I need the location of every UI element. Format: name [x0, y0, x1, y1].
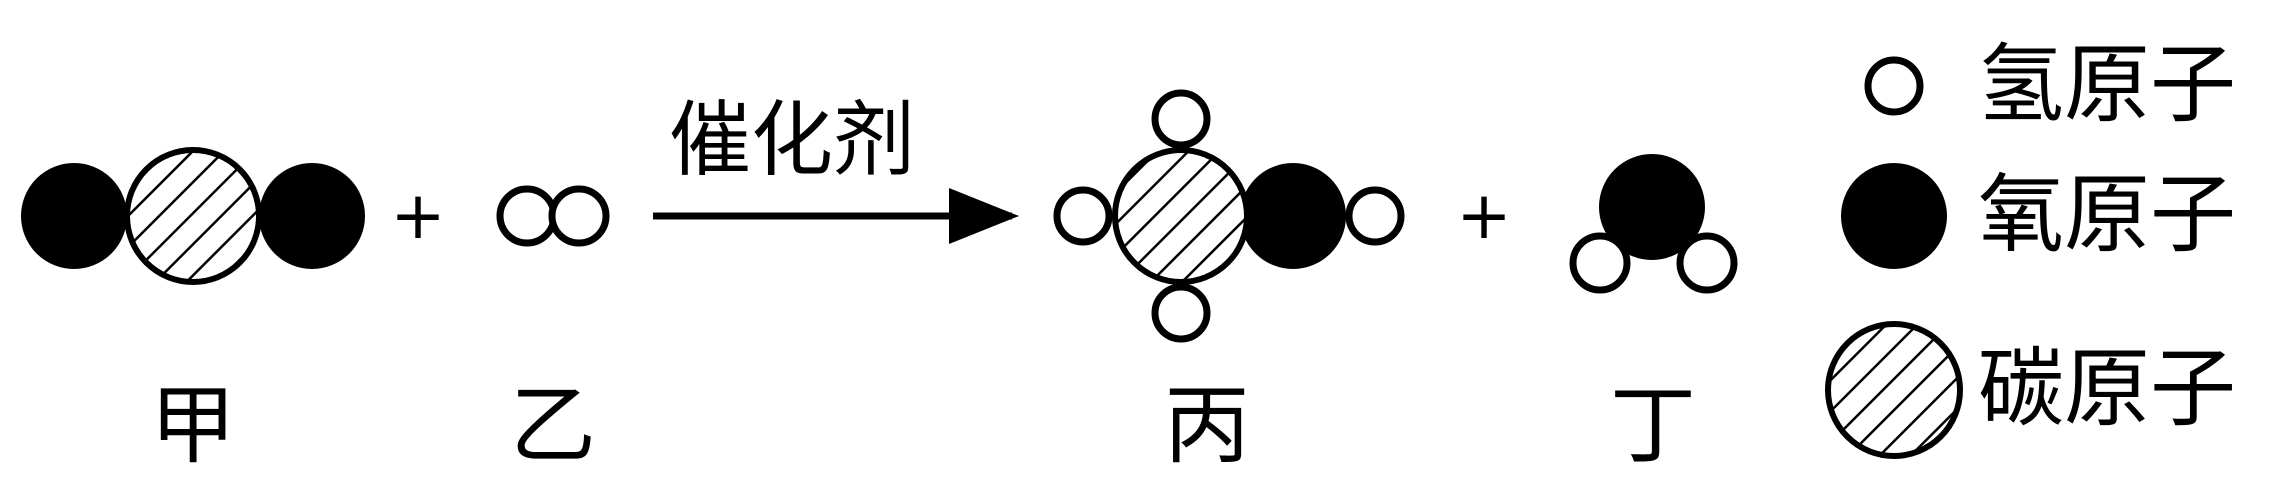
hydrogen-atom	[1053, 186, 1113, 246]
molecule-bing	[1053, 89, 1405, 343]
molecule-ding	[1569, 154, 1738, 294]
hydrogen-atom	[548, 185, 610, 247]
plus-sign: +	[390, 177, 445, 254]
legend: 氢原子 氧原子 碳原子	[1825, 35, 2236, 459]
hydrogen-atom	[1345, 186, 1405, 246]
plus-sign: +	[1456, 177, 1511, 254]
carbon-atom	[1112, 147, 1250, 285]
legend-hydrogen-icon	[1864, 56, 1924, 116]
label-bing: 丙	[1164, 376, 1250, 476]
oxygen-atom	[21, 163, 127, 269]
label-ding: 丁	[1610, 376, 1696, 476]
molecule-jia	[21, 147, 365, 285]
label-yi: 乙	[510, 376, 596, 476]
molecule-yi	[496, 185, 610, 247]
legend-carbon-label: 碳原子	[1978, 339, 2236, 439]
carbon-atom	[124, 147, 262, 285]
hydrogen-atom	[1569, 232, 1631, 294]
oxygen-atom	[1599, 154, 1705, 260]
hydrogen-atom	[1151, 89, 1211, 149]
hydrogen-atom	[1151, 283, 1211, 343]
hydrogen-atom	[496, 185, 558, 247]
legend-oxygen-label: 氧原子	[1978, 165, 2236, 265]
oxygen-atom	[259, 163, 365, 269]
legend-carbon-icon	[1825, 321, 1963, 459]
catalyst-label: 催化剂	[669, 93, 915, 188]
legend-hydrogen-label: 氢原子	[1978, 35, 2236, 135]
hydrogen-atom	[1676, 232, 1738, 294]
label-jia: 甲	[150, 376, 236, 476]
legend-oxygen-icon	[1841, 163, 1947, 269]
oxygen-atom	[1240, 163, 1346, 269]
